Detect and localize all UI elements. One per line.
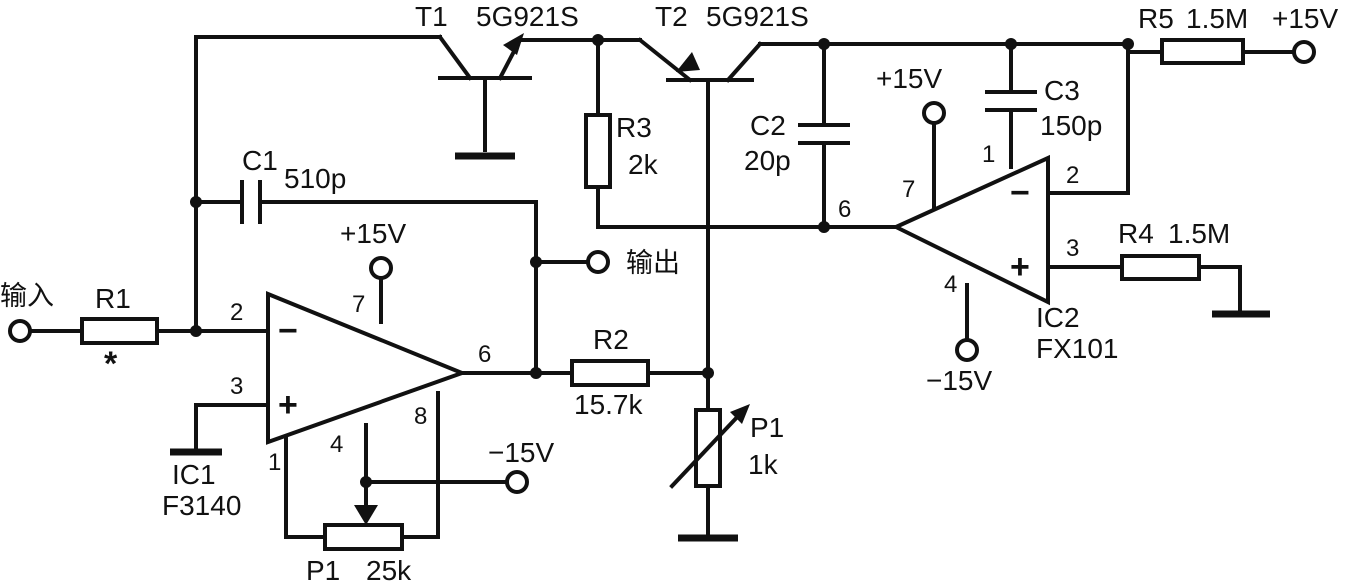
r3-ref: R3	[616, 112, 652, 143]
wiring	[29, 35, 1296, 539]
c1-value: 510p	[284, 163, 346, 194]
ic1-pin-7: 7	[352, 291, 365, 318]
input-terminal	[8, 319, 32, 343]
r1-ref: R1	[95, 283, 131, 314]
ic1-minus15-terminal	[505, 470, 529, 494]
ic2-plus15-label: +15V	[876, 63, 942, 94]
potentiometer-p1-25k	[323, 505, 404, 551]
capacitor-c2	[798, 123, 850, 145]
resistor-r3	[584, 113, 612, 189]
p1-var-ref: P1	[750, 412, 784, 443]
ic1-minus-sign: −	[278, 312, 298, 350]
ic2-pin-4: 4	[944, 271, 957, 298]
ic1-plus-sign: +	[278, 386, 298, 424]
r5-plus15-terminal	[1292, 40, 1316, 64]
ic2-minus-sign: −	[1010, 174, 1030, 212]
c1-ref: C1	[242, 145, 278, 176]
p1-trim-value: 25k	[366, 555, 412, 584]
r2-ref: R2	[593, 324, 629, 355]
junction-dots	[190, 34, 1134, 488]
potentiometer-p1-1k	[669, 404, 750, 489]
c2-ref: C2	[750, 110, 786, 141]
resistor-r5	[1160, 38, 1245, 65]
t2-ref: T2	[655, 1, 688, 32]
ic2-minus15-terminal	[955, 338, 979, 362]
r4-value: 1.5M	[1168, 218, 1230, 249]
input-label: 输入	[0, 281, 54, 312]
c3-ref: C3	[1044, 75, 1080, 106]
ic2-pin-3: 3	[1066, 235, 1079, 262]
resistor-r2	[570, 359, 650, 387]
r5-value: 1.5M	[1186, 3, 1248, 34]
c3-value: 150p	[1040, 110, 1102, 141]
ic1-pin-4: 4	[330, 431, 343, 458]
transistor-t1	[437, 33, 532, 81]
r2-value: 15.7k	[574, 389, 643, 420]
r4-ref: R4	[1118, 218, 1154, 249]
ic1-pin-8: 8	[414, 403, 427, 430]
ic2-pin-2: 2	[1066, 162, 1079, 189]
capacitor-c1	[240, 180, 262, 224]
r5-plus15-label: +15V	[1272, 3, 1338, 34]
ic1-pin-6: 6	[478, 341, 491, 368]
resistor-r1	[80, 317, 159, 345]
capacitor-c3	[985, 90, 1037, 112]
ic2-part: FX101	[1036, 333, 1119, 364]
p1-trim-ref: P1	[306, 555, 340, 584]
ic2-minus15-label: −15V	[926, 365, 992, 396]
ic1-minus15-label: −15V	[488, 437, 554, 468]
ic1-ref: IC1	[172, 459, 216, 490]
r3-value: 2k	[628, 149, 659, 180]
ic2-pin-6: 6	[838, 196, 851, 223]
output-label: 输出	[626, 248, 680, 279]
ic2-ref: IC2	[1036, 302, 1080, 333]
ic2-pin-7: 7	[902, 176, 915, 203]
r5-ref: R5	[1138, 3, 1174, 34]
ic2-plus15-terminal	[922, 101, 946, 125]
opamp-ic2	[891, 154, 1050, 306]
ic2-plus-sign: +	[1010, 248, 1030, 286]
t1-part: 5G921S	[476, 1, 579, 32]
resistor-r4	[1120, 254, 1201, 281]
ic1-pin-3: 3	[230, 373, 243, 400]
ic1-pin-1: 1	[268, 449, 281, 476]
transistor-t2	[637, 37, 763, 83]
t1-ref: T1	[415, 1, 448, 32]
p1-var-value: 1k	[748, 449, 779, 480]
ic1-plus15-terminal	[369, 256, 393, 280]
c2-value: 20p	[744, 145, 791, 176]
ic1-plus15-label: +15V	[340, 218, 406, 249]
ic1-part: F3140	[162, 490, 241, 521]
t2-part: 5G921S	[706, 1, 809, 32]
r1-mark: *	[104, 345, 118, 383]
ic1-pin-2: 2	[230, 299, 243, 326]
terminals	[8, 40, 1316, 494]
ic2-pin-1: 1	[982, 141, 995, 168]
ground-symbols	[170, 152, 1270, 542]
output-terminal	[586, 250, 610, 274]
opamp-ic1	[266, 291, 468, 445]
